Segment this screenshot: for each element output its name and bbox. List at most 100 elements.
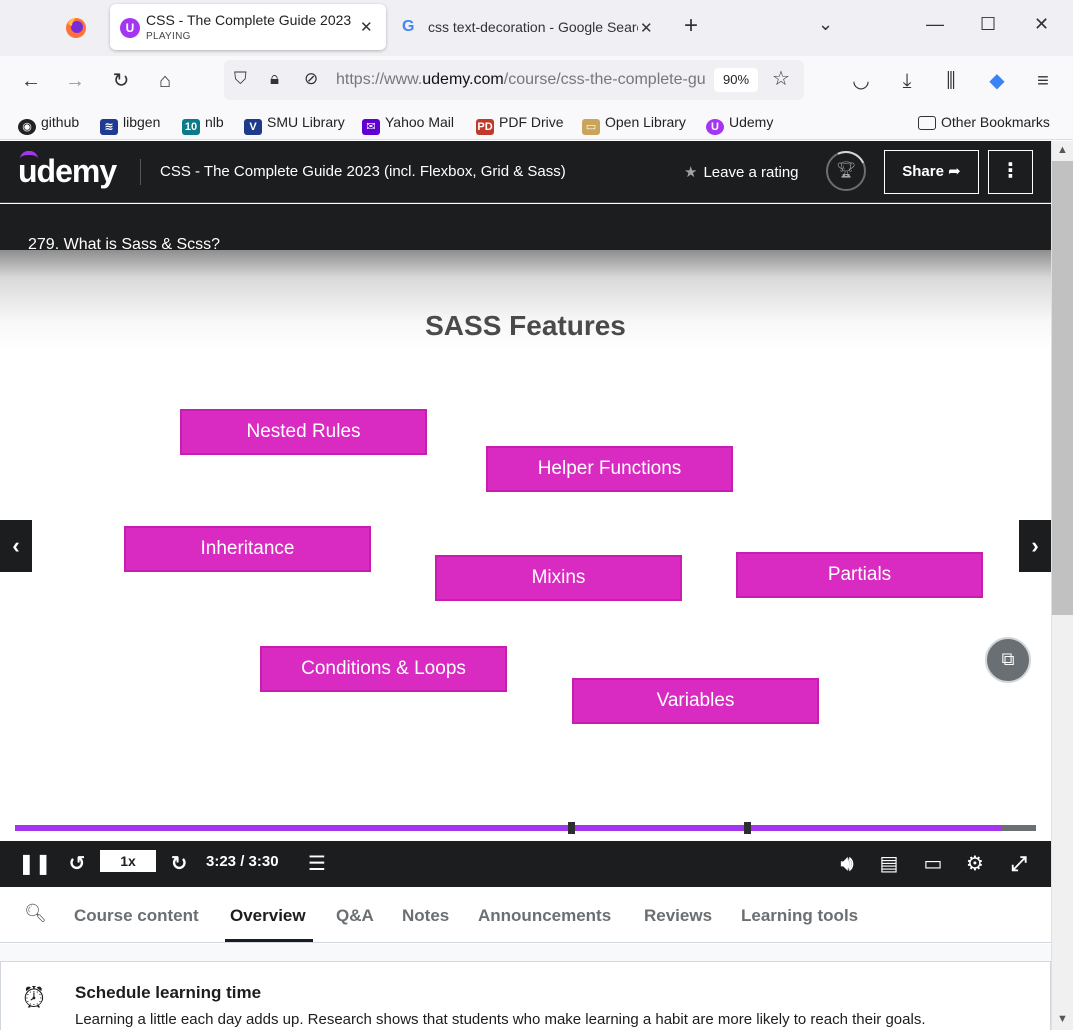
tab-title: css text-decoration - Google Search <box>428 19 638 35</box>
scroll-up-icon[interactable]: ▲ <box>1057 144 1068 156</box>
tab-overview[interactable]: Overview <box>230 906 306 925</box>
previous-lecture-icon[interactable]: ‹ <box>0 520 32 572</box>
active-tab-indicator <box>225 939 313 942</box>
window-close-icon[interactable]: ✕ <box>1034 14 1050 34</box>
feature-mixins: Mixins <box>435 555 682 601</box>
seek-bar[interactable] <box>15 822 1036 834</box>
schedule-heading: Schedule learning time <box>75 983 262 1002</box>
library-icon[interactable]: ⫼ <box>946 70 956 92</box>
share-arrow-icon: ➦ <box>948 163 961 180</box>
schedule-text: Learning a little each day adds up. Rese… <box>75 1011 926 1028</box>
pause-icon[interactable]: ❚❚ <box>18 853 52 875</box>
tab-udemy-course[interactable]: U CSS - The Complete Guide 2023 (incl. F… <box>110 4 386 50</box>
lock-icon[interactable]: 🔒︎ <box>270 69 280 88</box>
search-icon[interactable]: 🔍︎ <box>24 903 47 923</box>
slide-title: SASS Features <box>425 310 626 341</box>
bookmark-libgen[interactable]: ≋libgen <box>100 114 160 135</box>
reload-icon[interactable]: ↻ <box>112 70 130 92</box>
download-icon[interactable]: ⤓ <box>902 70 912 92</box>
shield-icon[interactable]: ⛉ <box>234 69 247 88</box>
pocket-icon[interactable]: ◡ <box>852 70 870 92</box>
extension-icon[interactable]: ◆ <box>989 70 1005 92</box>
google-icon: G <box>402 18 415 35</box>
fullscreen-icon[interactable]: ⤢ <box>1011 853 1027 875</box>
bookmark-yahoo-mail[interactable]: ✉Yahoo Mail <box>362 114 454 135</box>
tab-title: CSS - The Complete Guide 2023 (incl. Fle… <box>146 12 356 28</box>
chevron-down-icon[interactable]: ⌄ <box>818 14 834 34</box>
tab-learning-tools[interactable]: Learning tools <box>741 906 859 925</box>
bookmark-star-icon[interactable]: ☆ <box>772 68 790 90</box>
scroll-down-icon[interactable]: ▼ <box>1057 1013 1068 1025</box>
feature-helper-functions: Helper Functions <box>486 446 733 492</box>
other-bookmarks[interactable]: Other Bookmarks <box>918 114 1050 130</box>
course-title[interactable]: CSS - The Complete Guide 2023 (incl. Fle… <box>160 163 566 180</box>
schedule-learning-card: ⏰︎ Schedule learning time Learning a lit… <box>0 961 1051 1030</box>
back-icon[interactable]: ← <box>21 70 41 92</box>
mail-icon: ✉ <box>362 119 380 135</box>
leave-rating-button[interactable]: ★Leave a rating <box>684 163 799 181</box>
tab-notes[interactable]: Notes <box>402 906 450 925</box>
lecture-title-bar: 279. What is Sass & Scss? <box>0 204 1051 253</box>
feature-nested-rules: Nested Rules <box>180 409 427 455</box>
transcript-icon[interactable]: ▤ <box>879 853 899 875</box>
bookmark-open-library[interactable]: ▭Open Library <box>582 114 686 135</box>
playback-speed-button[interactable]: 1x <box>100 850 156 872</box>
tab-reviews[interactable]: Reviews <box>644 906 713 925</box>
more-options-icon[interactable]: ⋮ <box>988 150 1033 194</box>
captions-icon[interactable]: ▭ <box>923 853 943 875</box>
tab-google-search[interactable]: G css text-decoration - Google Search ✕ <box>398 10 658 46</box>
forward-icon[interactable]: → <box>65 70 85 92</box>
forward-skip-icon[interactable]: ↻ <box>170 853 188 875</box>
settings-gear-icon[interactable]: ⚙ <box>966 853 984 875</box>
course-progress[interactable]: 🏆︎ <box>820 145 872 197</box>
new-tab-icon[interactable]: + <box>684 12 699 39</box>
tab-qa[interactable]: Q&A <box>336 906 374 925</box>
scrollbar-thumb[interactable] <box>1052 161 1073 615</box>
close-tab-icon[interactable]: ✕ <box>360 19 373 36</box>
browser-nav-bar: ← → ↻ ⌂ ⛉ 🔒︎ ⊘ https://www.udemy.com/cou… <box>0 56 1073 106</box>
close-tab-icon[interactable]: ✕ <box>640 20 653 37</box>
add-note-icon[interactable]: ☰ <box>308 853 326 875</box>
maximize-icon[interactable]: ☐ <box>980 14 997 34</box>
github-icon: ◉ <box>18 119 36 135</box>
home-icon[interactable]: ⌂ <box>158 70 172 92</box>
menu-icon[interactable]: ≡ <box>1037 70 1049 92</box>
open-library-icon: ▭ <box>582 119 600 135</box>
share-button[interactable]: Share ➦ <box>884 150 979 194</box>
feature-partials: Partials <box>736 552 983 598</box>
bookmark-github[interactable]: ◉github <box>18 114 79 135</box>
overview-content: ⏰︎ Schedule learning time Learning a lit… <box>0 944 1051 1030</box>
tab-announcements[interactable]: Announcements <box>478 906 612 925</box>
folder-icon <box>918 116 936 130</box>
nlb-icon: 10 <box>182 119 200 135</box>
page-scrollbar[interactable]: ▲ ▼ <box>1051 141 1073 1030</box>
picture-in-picture-icon[interactable]: ⧉ <box>985 637 1031 683</box>
feature-variables: Variables <box>572 678 819 724</box>
bookmark-marker[interactable] <box>744 822 751 834</box>
next-lecture-icon[interactable]: › <box>1019 520 1051 572</box>
zoom-level[interactable]: 90% <box>714 68 758 92</box>
minimize-icon[interactable]: — <box>926 14 944 34</box>
rating-label: Leave a rating <box>703 164 799 181</box>
url-text[interactable]: https://www.udemy.com/course/css-the-com… <box>336 71 706 88</box>
smu-library-icon: V <box>244 119 262 135</box>
volume-icon[interactable]: 🔊︎ <box>840 853 854 875</box>
permissions-icon[interactable]: ⊘ <box>304 69 319 88</box>
bookmark-marker[interactable] <box>568 822 575 834</box>
libgen-icon: ≋ <box>100 119 118 135</box>
firefox-icon[interactable] <box>60 12 92 44</box>
url-bar[interactable]: ⛉ 🔒︎ ⊘ https://www.udemy.com/course/css-… <box>224 60 804 100</box>
udemy-logo[interactable]: udemy <box>18 151 117 189</box>
tab-course-content[interactable]: Course content <box>74 906 199 925</box>
browser-tab-bar: U CSS - The Complete Guide 2023 (incl. F… <box>0 0 1073 56</box>
tab-playing-status: PLAYING <box>146 31 191 42</box>
video-player[interactable]: SASS Features Nested Rules Helper Functi… <box>0 250 1051 841</box>
playback-time: 3:23 / 3:30 <box>206 853 279 870</box>
rewind-icon[interactable]: ↺ <box>68 853 86 875</box>
alarm-clock-icon: ⏰︎ <box>23 982 45 1013</box>
